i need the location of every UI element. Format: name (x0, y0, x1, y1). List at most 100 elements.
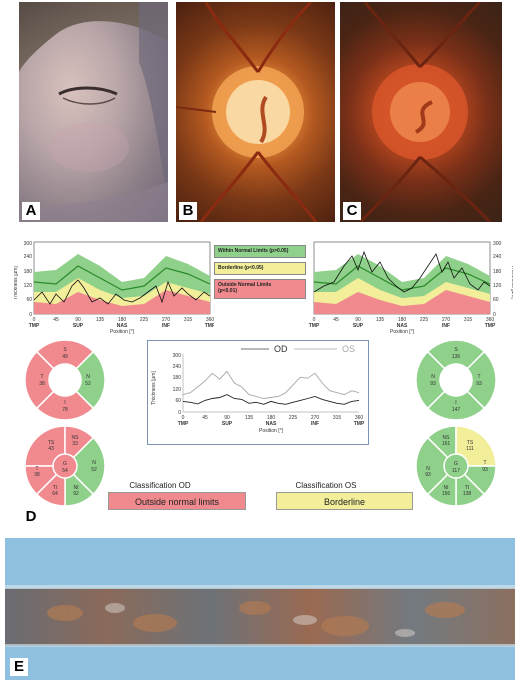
os-region-tmp1: TMP (309, 323, 320, 329)
legend-borderline-label: Borderline (p<0.05) (218, 265, 264, 271)
center-region-tmp1: TMP (178, 421, 189, 427)
od-xtick-270: 270 (162, 317, 171, 323)
legend-outside-label-2: (p<0.01) (218, 288, 238, 294)
os-xtick-45: 45 (333, 317, 339, 323)
center-xlabel: Position [°] (259, 428, 284, 434)
center-xtick-135: 135 (245, 415, 254, 421)
od-ytick-300: 300 (24, 241, 33, 247)
os-ytick-180: 180 (493, 269, 502, 275)
svg-text:T: T (483, 460, 486, 466)
classification-os-title: Classification OS (295, 481, 357, 490)
od-xtick-0: 0 (33, 317, 36, 323)
os-region-tmp2: TMP (485, 323, 496, 329)
od-xlabel: Position [°] (110, 329, 135, 334)
svg-text:N: N (92, 460, 96, 466)
panel-e-microscopy-photo (5, 538, 515, 680)
svg-text:TS: TS (48, 440, 55, 446)
od-s-n-value: 52 (91, 467, 97, 473)
os-region-nas: NAS (397, 323, 408, 329)
svg-text:TI: TI (465, 485, 469, 491)
od-s-t-value: 38 (34, 472, 40, 478)
svg-text:TS: TS (467, 440, 474, 446)
od-region-tmp1: TMP (29, 323, 40, 329)
svg-text:NS: NS (443, 435, 451, 441)
os-region-sup: SUP (353, 323, 364, 329)
svg-text:N: N (431, 374, 435, 380)
os-ytick-240: 240 (493, 254, 502, 260)
svg-text:NI: NI (444, 485, 449, 491)
legend-within-label: Within Normal Limits (p>0.05) (218, 248, 289, 254)
center-region-nas: NAS (266, 421, 277, 427)
center-region-sup: SUP (222, 421, 233, 427)
os-s-ti-value: 138 (463, 491, 472, 497)
panel-b-fundus-photo (176, 2, 335, 222)
od-s-ti-value: 64 (52, 491, 58, 497)
od-s-ns-value: 33 (72, 441, 78, 447)
svg-text:N: N (86, 374, 90, 380)
svg-text:G: G (454, 461, 458, 467)
svg-text:I: I (455, 400, 456, 406)
os-xtick-0: 0 (313, 317, 316, 323)
os-s-n-value: 93 (425, 472, 431, 478)
panel-b-letter: B (179, 202, 197, 220)
classification-od-title: Classification OD (129, 481, 191, 490)
os-xtick-135: 135 (376, 317, 385, 323)
od-s-ts-value: 43 (48, 446, 54, 452)
od-ylabel: Thickness [µm] (14, 266, 19, 300)
center-xtick-90: 90 (224, 415, 230, 421)
legend-outside-normal: Outside Normal Limits (p<0.01) (214, 279, 306, 299)
panel-c-fundus-photo (340, 2, 502, 222)
os-q-i-value: 147 (452, 407, 461, 413)
legend-outside-label-1: Outside Normal Limits (218, 282, 272, 288)
od-region-tmp2: TMP (205, 323, 214, 329)
od-xtick-90: 90 (75, 317, 81, 323)
od-s-g-value: 54 (62, 468, 68, 474)
center-xtick-0: 0 (182, 415, 185, 421)
od-region-nas: NAS (117, 323, 128, 329)
center-xtick-225: 225 (289, 415, 298, 421)
os-xtick-90: 90 (355, 317, 361, 323)
optic-disc-illustration-os (358, 2, 492, 222)
os-q-t-value: 93 (476, 381, 482, 387)
os-xtick-360: 360 (486, 317, 495, 323)
center-ytick-120: 120 (173, 387, 182, 393)
od-ytick-60: 60 (26, 297, 32, 303)
os-ytick-120: 120 (493, 283, 502, 289)
legend-borderline: Borderline (p<0.05) (214, 262, 306, 275)
od-xtick-315: 315 (184, 317, 193, 323)
od-sector-circle: TS 43 NS 33 N 52 NI 92 TI 64 T 38 G 54 (24, 425, 106, 507)
od-xtick-135: 135 (96, 317, 105, 323)
center-xtick-180: 180 (267, 415, 276, 421)
center-ytick-300: 300 (173, 353, 182, 359)
os-s-g-value: 117 (452, 468, 460, 474)
center-od-label: OD (274, 344, 288, 354)
center-xtick-315: 315 (333, 415, 342, 421)
os-region-inf: INF (442, 323, 450, 329)
od-xtick-45: 45 (53, 317, 59, 323)
os-quadrant-circle: S 136 N 93 I 147 T 93 (415, 339, 497, 421)
os-s-ni-value: 156 (442, 491, 451, 497)
od-q-s-value: 49 (62, 354, 68, 360)
panel-d-letter: D (22, 508, 40, 526)
os-xtick-315: 315 (464, 317, 473, 323)
svg-text:N: N (426, 466, 430, 472)
tissue-strip-illustration (5, 585, 515, 647)
od-ytick-180: 180 (24, 269, 33, 275)
center-ytick-0: 0 (178, 410, 181, 416)
svg-text:TI: TI (53, 485, 57, 491)
center-region-tmp2: TMP (354, 421, 365, 427)
svg-text:G: G (63, 461, 67, 467)
od-ytick-0: 0 (29, 312, 32, 318)
os-q-s-value: 136 (452, 354, 461, 360)
series-line-os (182, 370, 360, 399)
od-xtick-225: 225 (140, 317, 149, 323)
os-ytick-60: 60 (493, 297, 499, 303)
optic-disc-illustration (176, 2, 318, 222)
os-xtick-270: 270 (442, 317, 451, 323)
os-xtick-180: 180 (398, 317, 407, 323)
svg-text:S: S (454, 347, 458, 353)
center-region-inf: INF (311, 421, 319, 427)
face-illustration (19, 2, 168, 222)
od-region-inf: INF (162, 323, 170, 329)
svg-text:T: T (477, 374, 480, 380)
